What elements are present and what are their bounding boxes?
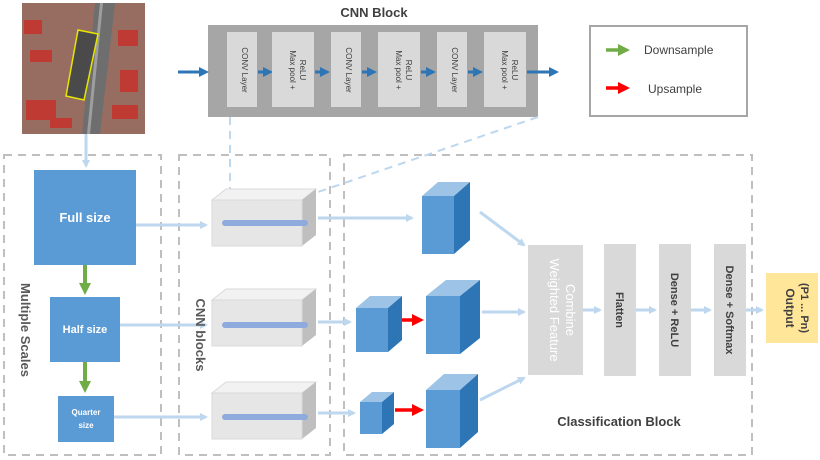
combine-arrows [479,210,526,402]
cnn-blocks-label: CNN blocks [193,299,208,372]
group-boxes [3,154,753,456]
feature-cube-quarter-small [360,392,394,434]
cnn-layer-3: CONV Layer [331,32,361,107]
dense-relu-label: Dense + ReLU [668,273,680,347]
full-size-box: Full size [34,170,136,265]
cnn-block-3d-1 [210,188,318,247]
half-size-label: Half size [63,324,108,336]
dense-relu-box: Dense + ReLU [659,244,691,376]
output-box: Output (P1 ... Pn) [766,273,818,343]
classification-block-label: Classification Block [557,414,681,429]
feature-cube-full [422,182,470,254]
cnn-layer-6: Max pool + ReLU [484,32,526,107]
cnn-layer-2: Max pool + ReLU [272,32,314,107]
full-size-label: Full size [59,210,110,225]
cnn-layer-2-text-2: ReLU [298,60,307,81]
cnn-layer-4: Max pool + ReLU [378,32,420,107]
cnn-layer-4-text-1: Max pool + [394,50,403,90]
feature-arrows [318,214,414,417]
weighted-text-1: Weighted Feature [547,258,562,361]
cnn-block-3d-3 [210,381,318,440]
dense-softmax-box: Dense + Softmax [714,244,746,376]
cnn-blocks-box [178,154,331,456]
cnn-block-3d-2 [210,288,318,347]
dense-softmax-label: Dense + Softmax [723,266,735,356]
feature-cube-quarter-large [426,374,478,448]
legend-upsample: Upsample [648,82,702,96]
cnn-block-title: CNN Block [340,5,408,20]
flatten-box: Flatten [604,244,636,376]
legend-downsample: Downsample [644,43,714,57]
zoom-connectors [229,116,539,193]
quarter-size-label-1: Quarter [72,408,101,417]
multiple-scales-box [3,154,162,456]
quarter-size-label-2: size [78,421,94,430]
legend: Downsample Upsample [589,25,748,117]
feature-cube-half-large [426,280,480,354]
cnn-layer-1: CONV Layer [227,32,257,107]
feature-cube-half-small [356,296,402,352]
cnn-layer-5-text: CONV Layer [450,47,459,93]
cnn-layer-5: CONV Layer [437,32,467,107]
scale-arrows [114,221,208,421]
half-size-box: Half size [50,297,120,362]
cnn-layer-3-text: CONV Layer [344,47,353,93]
cnn-layer-1-text: CONV Layer [240,47,249,93]
weighted-text-2: Combine [563,284,578,336]
cnn-layer-6-text-2: ReLU [510,60,519,81]
flatten-label: Flatten [613,292,625,328]
multiple-scales: Multiple Scales Full size Half size Quar… [18,170,136,442]
multiple-scales-label: Multiple Scales [18,283,33,377]
cnn-layer-6-text-1: Max pool + [500,50,509,90]
output-label-1: Output [783,288,797,327]
cnn-layer-2-text-1: Max pool + [288,50,297,90]
input-image [22,3,145,134]
weighted-feature-combine: Weighted Feature Combine [528,245,583,375]
cnn-block-panel: CNN Block CONV Layer Max pool + ReLU CON… [178,5,559,117]
output-label-2: (P1 ... Pn) [798,283,810,333]
classification-box [343,154,753,456]
quarter-size-box: Quarter size [58,396,114,442]
cnn-layer-4-text-2: ReLU [404,60,413,81]
